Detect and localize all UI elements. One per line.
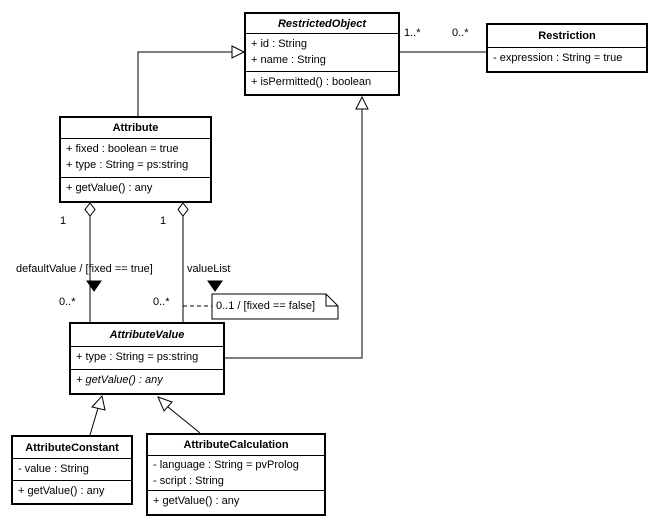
class-attribute-constant: AttributeConstant - value : String + get… bbox=[11, 435, 133, 505]
class-title: AttributeCalculation bbox=[148, 435, 324, 456]
attributes-compartment: - language : String = pvProlog - script … bbox=[148, 456, 324, 491]
direction-arrow bbox=[207, 280, 223, 292]
operations-compartment: + isPermitted() : boolean bbox=[246, 72, 398, 94]
aggregation-defaultvalue bbox=[84, 202, 102, 322]
aggregation-diamond bbox=[177, 202, 189, 217]
association-name-defaultvalue: defaultValue / [fixed == true] bbox=[16, 263, 153, 275]
multiplicity-valuelist-source: 1 bbox=[160, 215, 167, 227]
attributes-compartment: + id : String + name : String bbox=[246, 34, 398, 72]
class-attribute-calculation: AttributeCalculation - language : String… bbox=[146, 433, 326, 516]
class-attribute: + name : String bbox=[251, 54, 326, 66]
generalization-arrowhead bbox=[231, 45, 246, 59]
class-attribute: - value : String bbox=[18, 463, 89, 475]
generalization-attribute-to-restrictedobject bbox=[137, 45, 246, 116]
multiplicity-defaultvalue-target: 0..* bbox=[59, 296, 76, 308]
class-attribute: + fixed : boolean = true bbox=[66, 143, 179, 155]
note-fold-corner bbox=[325, 294, 338, 307]
class-title: RestrictedObject bbox=[246, 14, 398, 34]
attributes-compartment: + type : String = ps:string bbox=[71, 347, 223, 370]
generalization-attributecalculation-to-attributevalue bbox=[157, 396, 201, 434]
class-title: Attribute bbox=[61, 118, 210, 139]
class-attribute: - expression : String = true bbox=[493, 52, 623, 64]
operations-compartment: + getValue() : any bbox=[13, 481, 131, 503]
generalization-attributeconstant-to-attributevalue bbox=[89, 394, 106, 436]
aggregation-valuelist bbox=[177, 202, 223, 322]
class-restricted-object: RestrictedObject + id : String + name : … bbox=[244, 12, 400, 96]
class-title: Restriction bbox=[488, 25, 646, 48]
direction-arrow bbox=[86, 280, 102, 292]
multiplicity-restrictedobject-side: 1..* bbox=[404, 27, 421, 39]
class-operation: + getValue() : any bbox=[18, 485, 105, 497]
multiplicity-valuelist-target: 0..* bbox=[153, 296, 170, 308]
class-operation: + getValue() : any bbox=[66, 182, 153, 194]
class-attribute: - script : String bbox=[153, 475, 224, 487]
multiplicity-defaultvalue-source: 1 bbox=[60, 215, 67, 227]
class-title: AttributeValue bbox=[71, 324, 223, 347]
class-restriction: Restriction - expression : String = true bbox=[486, 23, 648, 73]
attributes-compartment: - expression : String = true bbox=[488, 48, 646, 71]
attributes-compartment: - value : String bbox=[13, 459, 131, 481]
class-attribute: - language : String = pvProlog bbox=[153, 459, 299, 471]
association-name-valuelist: valueList bbox=[187, 263, 231, 275]
class-attribute: + id : String bbox=[251, 38, 307, 50]
class-operation: + getValue() : any bbox=[76, 374, 163, 386]
class-operation: + getValue() : any bbox=[153, 495, 240, 507]
uml-note-shape bbox=[211, 293, 339, 320]
class-attribute: + type : String = ps:string bbox=[76, 351, 199, 363]
multiplicity-restriction-side: 0..* bbox=[452, 27, 469, 39]
class-attribute-box: Attribute + fixed : boolean = true + typ… bbox=[59, 116, 212, 203]
generalization-arrowhead bbox=[91, 394, 106, 411]
operations-compartment: + getValue() : any bbox=[71, 370, 223, 393]
generalization-attributevalue-to-restrictedobject bbox=[225, 95, 369, 359]
class-operation: + isPermitted() : boolean bbox=[251, 76, 372, 88]
operations-compartment: + getValue() : any bbox=[148, 491, 324, 514]
class-attribute: + type : String = ps:string bbox=[66, 159, 189, 171]
operations-compartment: + getValue() : any bbox=[61, 178, 210, 201]
uml-note-text: 0..1 / [fixed == false] bbox=[216, 300, 316, 312]
aggregation-diamond bbox=[84, 202, 96, 217]
generalization-arrowhead bbox=[157, 396, 173, 412]
class-title: AttributeConstant bbox=[13, 437, 131, 459]
generalization-arrowhead bbox=[355, 95, 369, 110]
attributes-compartment: + fixed : boolean = true + type : String… bbox=[61, 139, 210, 178]
class-attribute-value: AttributeValue + type : String = ps:stri… bbox=[69, 322, 225, 395]
